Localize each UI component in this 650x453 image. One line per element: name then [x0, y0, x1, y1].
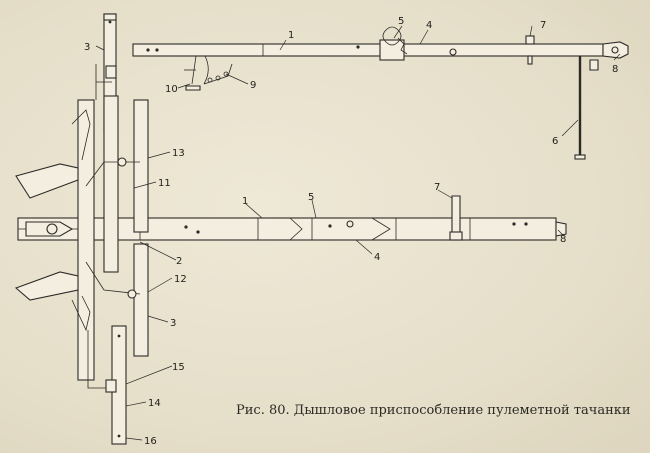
- plan-doubletree: [77, 99, 95, 381]
- side-hook-top: [525, 35, 535, 45]
- callout-3-side: 3: [84, 42, 90, 53]
- side-shaft: [132, 43, 604, 57]
- callout-16-plan: 16: [144, 436, 157, 447]
- callout-5-plan: 5: [308, 192, 314, 203]
- side-hook-bottom: [527, 55, 533, 65]
- side-clamp: [379, 39, 405, 61]
- callout-14-plan: 14: [148, 398, 161, 409]
- callout-2-plan: 2: [176, 256, 182, 267]
- plan-strap-lower: [14, 271, 79, 301]
- side-view: [95, 13, 629, 160]
- plan-shaft: [17, 217, 557, 241]
- callout-1-plan: 1: [242, 196, 248, 207]
- plan-strap-upper: [15, 163, 79, 199]
- callout-6-side: 6: [552, 136, 558, 147]
- callout-1-side: 1: [288, 30, 294, 41]
- figure-caption: Рис. 80. Дышловое приспособление пулемет…: [236, 403, 631, 418]
- callout-13-plan: 13: [172, 148, 185, 159]
- callout-labels: 1 5 4 7 8 6 9 10 3 13 11 1 5 7 8 2 4 12 …: [84, 16, 618, 447]
- plan-singletree-upper: [103, 95, 119, 273]
- plan-singletree-bar-11: [133, 99, 149, 233]
- plan-singletree-bar-3: [133, 243, 149, 357]
- callout-10-side: 10: [165, 84, 178, 95]
- plan-view: [14, 13, 567, 445]
- callout-8-plan: 8: [560, 234, 566, 245]
- callout-7-plan: 7: [434, 182, 440, 193]
- callout-9-side: 9: [250, 80, 256, 91]
- callout-11-plan: 11: [158, 178, 171, 189]
- leader-lines: [95, 25, 621, 441]
- callout-3-plan: 3: [170, 318, 176, 329]
- callout-15-plan: 15: [172, 362, 185, 373]
- callout-4-side: 4: [426, 20, 432, 31]
- callout-5-side: 5: [398, 16, 404, 27]
- callout-12-plan: 12: [174, 274, 187, 285]
- plan-hook: [451, 195, 461, 233]
- callout-4-plan: 4: [374, 252, 380, 263]
- callout-7-side: 7: [540, 20, 546, 31]
- callout-8-side: 8: [612, 64, 618, 75]
